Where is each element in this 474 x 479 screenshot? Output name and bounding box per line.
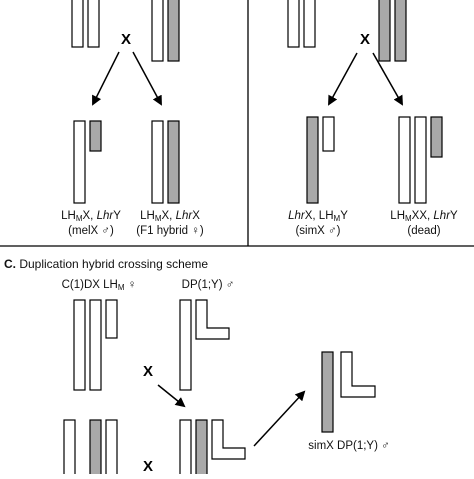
chromosome-grey: [321, 351, 334, 433]
chromosome-white: [105, 299, 118, 339]
chromosome-white: [303, 0, 316, 48]
chromosome-white: [151, 120, 164, 204]
chromosome-grey: [89, 419, 102, 479]
chromosome-grey: [167, 120, 180, 204]
chromosome-grey: [167, 0, 180, 62]
arrow: [253, 390, 306, 447]
panel-c-title: C. Duplication hybrid crossing scheme: [4, 257, 209, 271]
chromosome-white: [73, 299, 86, 391]
genotype-label-melx: LHMX, LhrY: [61, 210, 121, 223]
chromosome-white: [73, 120, 86, 204]
genotype-label-c1dx: C(1)DX LHM ♀: [61, 279, 137, 292]
chromosome-white: [71, 0, 84, 48]
arrow: [132, 51, 162, 106]
chromosome-grey: [378, 0, 391, 62]
genotype-label-simx-dp: simX DP(1;Y) ♂: [308, 440, 390, 452]
chromosome-white: [63, 419, 76, 479]
arrow: [372, 52, 403, 106]
genotype-label-f1: LHMX, LhrX: [140, 210, 200, 223]
duplication-y-chromosome: [195, 299, 230, 340]
chromosome-white: [151, 0, 164, 62]
chromosome-grey: [394, 0, 407, 62]
chromosome-white: [414, 116, 427, 204]
cross-symbol: X: [143, 363, 153, 380]
genotype-name-melx: (melX ♂): [68, 225, 114, 237]
chromosome-white: [322, 116, 335, 152]
chromosome-white: [398, 116, 411, 204]
arrow: [328, 52, 358, 106]
genotype-name-dead: (dead): [407, 225, 441, 237]
duplication-y-chromosome: [211, 419, 246, 460]
chromosome-grey: [195, 419, 208, 479]
chromosome-white: [179, 299, 192, 391]
duplication-y-chromosome: [340, 351, 376, 398]
arrow: [157, 384, 186, 408]
genotype-label-dead: LHMXX, LhrY: [390, 210, 458, 223]
chromosome-grey: [89, 120, 102, 152]
chromosome-grey: [306, 116, 319, 204]
chromosome-grey: [430, 116, 443, 158]
chromosome-white: [89, 299, 102, 391]
cross-symbol: X: [121, 31, 131, 48]
cross-symbol: X: [360, 31, 370, 48]
chromosome-white: [87, 0, 100, 48]
chromosome-white: [287, 0, 300, 48]
genotype-name-f1: (F1 hybrid ♀): [136, 225, 204, 237]
genotype-name-simx: (simX ♂): [295, 225, 341, 237]
cross-symbol: X: [143, 458, 153, 474]
genotype-label-simx: LhrX, LHMY: [288, 210, 348, 223]
arrow: [92, 51, 120, 106]
chromosome-white: [105, 419, 118, 479]
chromosome-white: [179, 419, 192, 479]
genotype-label-dp: DP(1;Y) ♂: [181, 279, 235, 291]
